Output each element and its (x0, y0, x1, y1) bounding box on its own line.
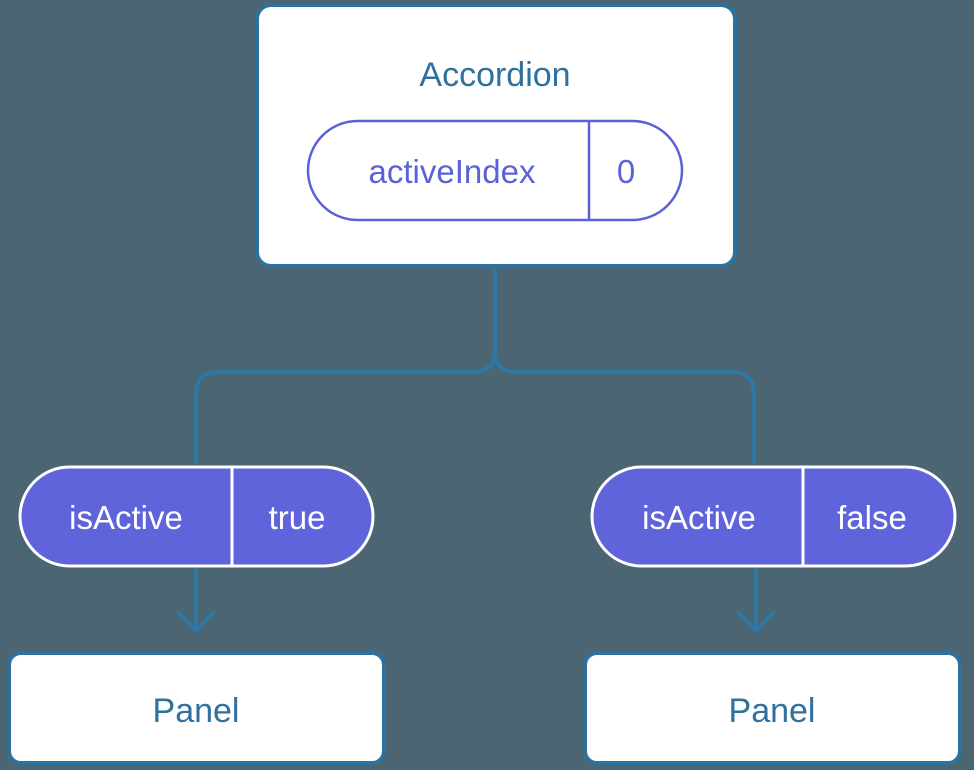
accordion-prop-name: activeIndex (369, 153, 536, 190)
node-panel-left[interactable]: Panel (7, 651, 386, 765)
accordion-box[interactable] (255, 3, 737, 268)
connector-right-pill-to-panel (737, 568, 775, 633)
connector-accordion-to-branches (194, 264, 756, 464)
right-branch-prop-pill[interactable]: isActive false (590, 465, 957, 568)
node-panel-right[interactable]: Panel (583, 651, 962, 765)
accordion-prop-value: 0 (617, 153, 635, 190)
accordion-title: Accordion (419, 56, 570, 94)
accordion-prop-pill[interactable]: activeIndex 0 (306, 119, 684, 222)
connector-right-branch (493, 264, 756, 464)
connector-left-branch (194, 264, 497, 464)
panel-left-title: Panel (153, 692, 240, 730)
right-prop-value: false (837, 499, 907, 536)
node-accordion[interactable]: Accordion activeIndex 0 (255, 3, 737, 268)
left-prop-name: isActive (69, 499, 183, 536)
panel-right-title: Panel (729, 692, 816, 730)
accordion-prop-pill-outline[interactable] (306, 119, 684, 222)
panel-right-box[interactable] (583, 651, 962, 765)
left-branch-prop-pill[interactable]: isActive true (18, 465, 375, 568)
arrow-head-right-icon (737, 611, 775, 633)
right-prop-name: isActive (642, 499, 756, 536)
panel-left-box[interactable] (7, 651, 386, 765)
left-prop-pill-body[interactable] (18, 465, 375, 568)
left-prop-value: true (269, 499, 326, 536)
right-prop-pill-body[interactable] (590, 465, 957, 568)
arrow-head-left-icon (177, 611, 215, 633)
connector-left-pill-to-panel (177, 568, 215, 633)
